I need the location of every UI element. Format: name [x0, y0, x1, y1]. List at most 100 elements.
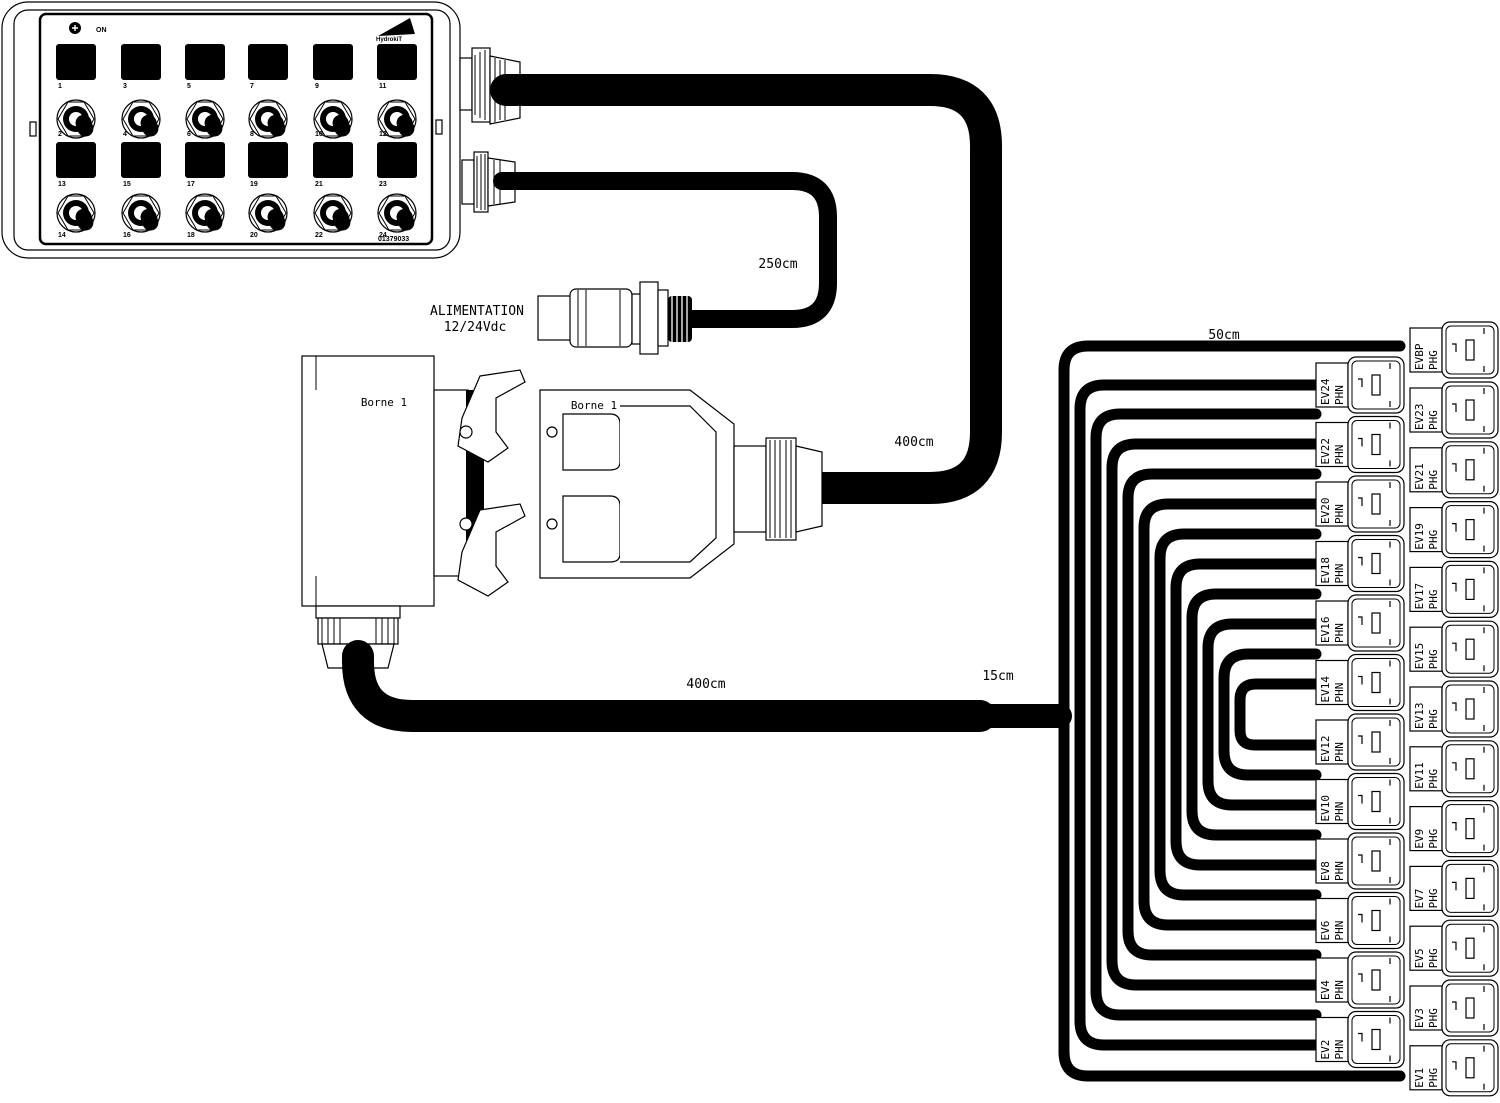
- switch-number: 19: [250, 181, 258, 188]
- harness-branch: [1090, 710, 1322, 1021]
- harness-branch: [1186, 710, 1322, 841]
- switch-number: 5: [187, 83, 191, 90]
- valve-type: PHG: [1427, 350, 1440, 370]
- indicator-window: [121, 142, 161, 178]
- valve-name: EV19: [1413, 523, 1426, 550]
- toggle-switch[interactable]: [56, 193, 96, 233]
- valve-name: EV17: [1413, 583, 1426, 610]
- harness-branch: [1234, 678, 1322, 722]
- valve-type: PHG: [1427, 590, 1440, 610]
- harness-branch: [1234, 710, 1322, 751]
- toggle-switch[interactable]: [185, 193, 225, 233]
- valve-type: PHN: [1333, 385, 1346, 405]
- toggle-switch[interactable]: [313, 193, 353, 233]
- valve-type: PHN: [1333, 683, 1346, 703]
- switch-number: 17: [187, 181, 195, 188]
- harness-branch: [1122, 710, 1322, 961]
- harness-branch: [1106, 710, 1322, 991]
- valve-name: EV8: [1319, 861, 1332, 881]
- toggle-switch[interactable]: [121, 99, 161, 139]
- harness-branch: [1058, 340, 1406, 722]
- toggle-switch[interactable]: [121, 193, 161, 233]
- harness-branch: [1218, 710, 1322, 781]
- indicator-window: [56, 142, 96, 178]
- indicator-window: [248, 142, 288, 178]
- valve-name: EV21: [1413, 463, 1426, 490]
- main-cable-length: 400cm: [686, 677, 725, 692]
- switch-number: 24: [379, 232, 387, 239]
- harness-branch: [1170, 558, 1322, 722]
- switch-number: 2: [58, 131, 62, 138]
- box-to-connector-cable: [490, 74, 1002, 504]
- switch-number: 22: [315, 232, 323, 239]
- branch-cable-length: 50cm: [1208, 328, 1239, 343]
- valve-name: EV23: [1413, 404, 1426, 431]
- valve-name: EV11: [1413, 762, 1426, 789]
- switch-number: 3: [123, 83, 127, 90]
- toggle-switch[interactable]: [248, 193, 288, 233]
- valve-type: PHN: [1333, 445, 1346, 465]
- indicator-window: [377, 44, 417, 80]
- toggle-switch[interactable]: [313, 99, 353, 139]
- left-borne-label: Borne 1: [361, 396, 407, 409]
- power-on-icon: [69, 22, 81, 34]
- harness-branch: [1090, 408, 1322, 722]
- valve-name: EV24: [1319, 378, 1332, 405]
- brand-text: HydrokiT: [376, 37, 402, 43]
- valve-name: EV14: [1319, 676, 1332, 703]
- valve-type: PHG: [1427, 889, 1440, 909]
- harness-branch: [1074, 710, 1322, 1051]
- harness-branch: [1138, 710, 1322, 931]
- harness-branch: [1138, 498, 1322, 722]
- toggle-switch[interactable]: [56, 99, 96, 139]
- harness-branch: [1074, 379, 1322, 722]
- valve-type: PHN: [1333, 921, 1346, 941]
- toggle-switch[interactable]: [377, 193, 417, 233]
- switch-number: 4: [123, 131, 127, 138]
- toggle-switch[interactable]: [377, 99, 417, 139]
- harness-branch: [1170, 710, 1322, 871]
- valve-name: EV10: [1319, 795, 1332, 822]
- valve-type: PHG: [1427, 829, 1440, 849]
- main-cable: [342, 640, 996, 732]
- toggle-switch[interactable]: [185, 99, 225, 139]
- valve-name: EV3: [1413, 1008, 1426, 1028]
- valve-name: EVBP: [1413, 343, 1426, 370]
- valve-type: PHG: [1427, 709, 1440, 729]
- valve-type: PHG: [1427, 410, 1440, 430]
- switch-number: 11: [379, 83, 387, 90]
- valve-name: EV16: [1319, 617, 1332, 644]
- indicator-window: [377, 142, 417, 178]
- power-voltage-label: 12/24Vdc: [444, 320, 507, 335]
- valve-name: EV13: [1413, 703, 1426, 730]
- brand-logo: HydrokiT: [376, 18, 415, 43]
- valve-name: EV5: [1413, 948, 1426, 968]
- indicator-window: [121, 44, 161, 80]
- harness-branch: [1202, 710, 1322, 811]
- valve-name: EV15: [1413, 643, 1426, 670]
- power-supply-label: ALIMENTATION: [430, 304, 524, 319]
- harness-branch: [1058, 710, 1406, 1082]
- toggle-switch[interactable]: [248, 99, 288, 139]
- switch-number: 15: [123, 181, 131, 188]
- valve-name: EV20: [1319, 498, 1332, 525]
- valve-name: EV18: [1319, 557, 1332, 584]
